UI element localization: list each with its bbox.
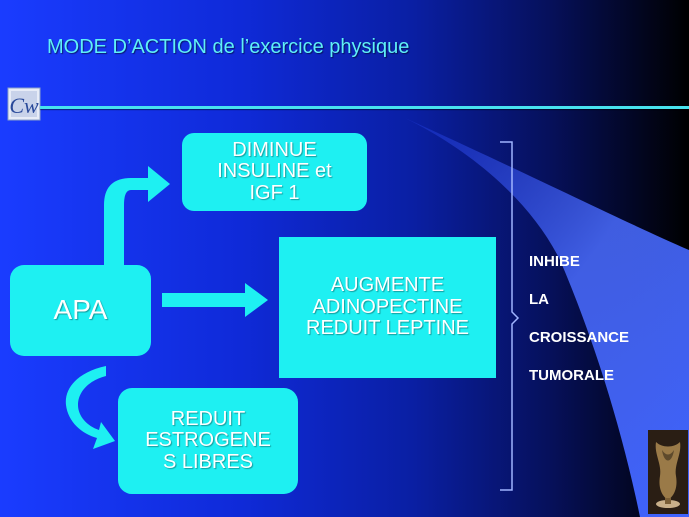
box-adiponectine-label: AUGMENTE ADINOPECTINE REDUIT LEPTINE <box>306 275 469 340</box>
logo-text: Cw <box>9 93 39 118</box>
box-apa-label: APA <box>54 295 108 325</box>
outcome-line-3: CROISSANCE <box>529 319 629 357</box>
box-adiponectine: AUGMENTE ADINOPECTINE REDUIT LEPTINE <box>279 237 496 378</box>
slide-title: MODE D’ACTION de l’exercice physique <box>47 36 409 59</box>
arrow-right-icon <box>162 283 268 317</box>
outcome-text: INHIBE LA CROISSANCE TUMORALE <box>529 243 629 395</box>
outcome-line-2: LA <box>529 281 629 319</box>
arrow-up-right-icon <box>104 166 170 265</box>
box-apa: APA <box>10 265 151 356</box>
outcome-line-4: TUMORALE <box>529 357 629 395</box>
box-insuline: DIMINUE INSULINE et IGF 1 <box>182 133 367 211</box>
box-estrogenes-label: REDUIT ESTROGENE S LIBRES <box>145 409 271 474</box>
vase-image <box>648 430 688 514</box>
box-estrogenes: REDUIT ESTROGENE S LIBRES <box>118 388 298 494</box>
box-insuline-label: DIMINUE INSULINE et IGF 1 <box>217 140 331 205</box>
outcome-line-1: INHIBE <box>529 243 629 281</box>
arrow-curve-down-icon <box>66 366 115 449</box>
logo-icon: Cw <box>6 86 42 122</box>
title-rule <box>40 106 689 109</box>
